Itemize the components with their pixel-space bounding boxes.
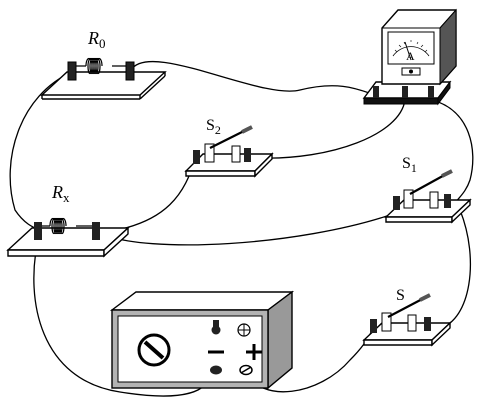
rx-right-post[interactable]	[92, 222, 100, 240]
wire-rx-to-s1	[97, 214, 391, 246]
r0-board	[40, 71, 167, 96]
wire-ammeter-to-s1	[431, 99, 474, 206]
switch-s2[interactable]: S2	[184, 117, 274, 178]
ammeter-symbol: A	[406, 49, 415, 63]
switch-s[interactable]: S	[362, 287, 452, 347]
s2-right-post[interactable]	[244, 148, 251, 162]
s1-right-post[interactable]	[444, 194, 451, 208]
s-left-post[interactable]	[370, 319, 377, 333]
s2-label: S2	[206, 117, 221, 137]
wires	[9, 60, 474, 397]
wire-r0-to-ammeter	[130, 60, 376, 96]
wire-r0-to-rx	[9, 71, 73, 231]
s1-label: S1	[402, 155, 417, 175]
ammeter-needle	[404, 41, 412, 61]
resistor-r0[interactable]: R0	[40, 28, 167, 100]
r0-coil	[76, 57, 126, 75]
rx-coil	[42, 217, 92, 235]
s-right-post[interactable]	[424, 317, 431, 331]
ammeter-terminal-mid[interactable]	[402, 86, 408, 98]
wire-s1-to-s	[439, 209, 471, 329]
ammeter[interactable]: A	[362, 8, 457, 106]
s2-left-post[interactable]	[193, 150, 200, 164]
rx-left-post[interactable]	[34, 222, 42, 240]
r0-right-post[interactable]	[125, 61, 135, 81]
s1-left-post[interactable]	[393, 196, 400, 210]
ammeter-terminal-left[interactable]	[373, 86, 379, 98]
resistor-rx[interactable]: Rx	[6, 182, 130, 258]
ammeter-terminal-right[interactable]	[428, 86, 434, 98]
wire-s2-to-rx	[97, 159, 196, 234]
supply-top	[109, 291, 295, 311]
power-supply[interactable]	[109, 290, 295, 390]
r0-left-post[interactable]	[67, 61, 77, 81]
wire-ammeter-to-s2	[259, 99, 406, 159]
rx-label: Rx	[51, 182, 70, 205]
supply-terminal-minus[interactable]	[210, 365, 222, 375]
s-label: S	[396, 287, 405, 304]
r0-label: R0	[87, 28, 106, 51]
switch-s1[interactable]: S1	[384, 155, 472, 224]
